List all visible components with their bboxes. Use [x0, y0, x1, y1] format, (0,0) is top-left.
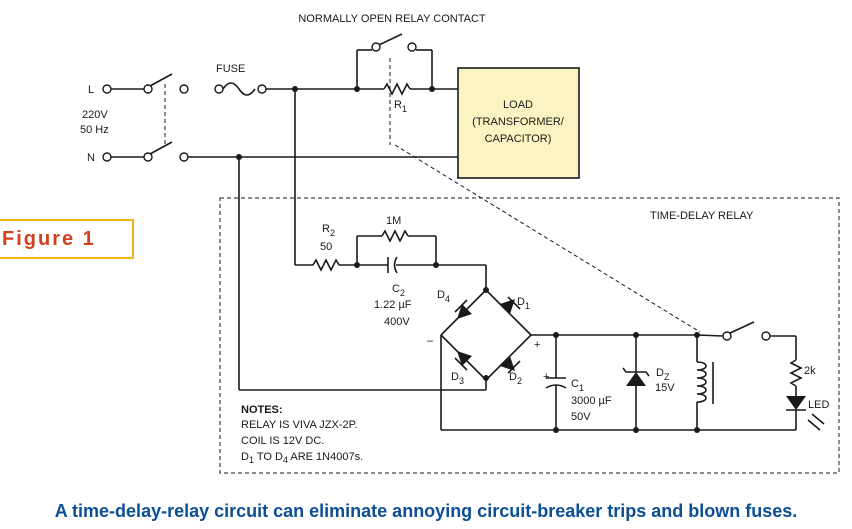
d3-label: D	[451, 371, 459, 383]
relay-contact-label: NORMALLY OPEN RELAY CONTACT	[298, 13, 486, 25]
c2-sub: 2	[400, 288, 405, 298]
voltage-label: 220V	[82, 109, 108, 121]
bridge-rectifier	[440, 287, 532, 381]
fuse-symbol	[214, 82, 267, 96]
one-meg-label: 1M	[386, 215, 401, 227]
load-label-3: CAPACITOR)	[485, 133, 552, 145]
led-resistor	[789, 359, 803, 387]
c2-value: 1.22 µF	[374, 299, 412, 311]
relay-coil	[696, 335, 714, 430]
r2-sub: 2	[330, 228, 335, 238]
load-label-2: (TRANSFORMER/	[472, 116, 565, 128]
schematic: NORMALLY OPEN RELAY CONTACT L N 220V 50 …	[80, 13, 840, 474]
c1-voltage: 50V	[571, 411, 591, 423]
led-symbol	[786, 396, 806, 410]
r1-sub: 1	[402, 104, 407, 114]
r1-resistor	[383, 82, 411, 96]
c2-voltage: 400V	[384, 316, 410, 328]
note-1: RELAY IS VIVA JZX-2P.	[241, 419, 358, 431]
line-terminals	[102, 73, 189, 162]
load-box	[457, 67, 580, 179]
d2-label: D	[509, 371, 517, 383]
r1-label: R	[394, 99, 402, 111]
notes-title: NOTES:	[241, 404, 283, 416]
c2-capacitor	[387, 256, 398, 274]
d3-sub: 3	[459, 376, 464, 386]
note-3: D1 TO D4 ARE 1N4007s.	[241, 451, 363, 465]
c1-plus: +	[543, 371, 549, 383]
neutral-label: N	[87, 152, 95, 164]
minus-label: –	[427, 335, 434, 347]
one-meg-resistor	[381, 229, 409, 243]
figure-label: Figure 1	[0, 219, 134, 259]
zener-diode	[622, 335, 650, 430]
time-delay-relay-label: TIME-DELAY RELAY	[650, 210, 754, 222]
r2-label: R	[322, 223, 330, 235]
note-2: COIL IS 12V DC.	[241, 435, 324, 447]
load-label-1: LOAD	[503, 99, 533, 111]
r2-resistor	[312, 258, 340, 272]
c1-value: 3000 µF	[571, 395, 612, 407]
dz-label: D	[656, 367, 664, 379]
d1-label: D	[517, 296, 525, 308]
relay-switch	[696, 321, 825, 431]
c2-label: C	[392, 283, 400, 295]
fuse-label: FUSE	[216, 63, 245, 75]
d2-sub: 2	[517, 376, 522, 386]
plus-label: +	[534, 339, 540, 351]
dz-sub: Z	[664, 372, 670, 382]
dz-value: 15V	[655, 382, 675, 394]
c1-sub: 1	[579, 383, 584, 393]
time-delay-relay-box	[219, 197, 840, 474]
led-label: LED	[808, 399, 829, 411]
r-led-value: 2k	[804, 365, 816, 377]
relay-contact	[356, 33, 433, 89]
frequency-label: 50 Hz	[80, 124, 109, 136]
d4-sub: 4	[445, 294, 450, 304]
c1-label: C	[571, 378, 579, 390]
figure-caption: A time-delay-relay circuit can eliminate…	[54, 501, 798, 521]
d1-sub: 1	[525, 301, 530, 311]
d4-label: D	[437, 289, 445, 301]
r2-value: 50	[320, 241, 332, 253]
c1-capacitor	[545, 335, 567, 430]
line-label: L	[88, 84, 94, 96]
